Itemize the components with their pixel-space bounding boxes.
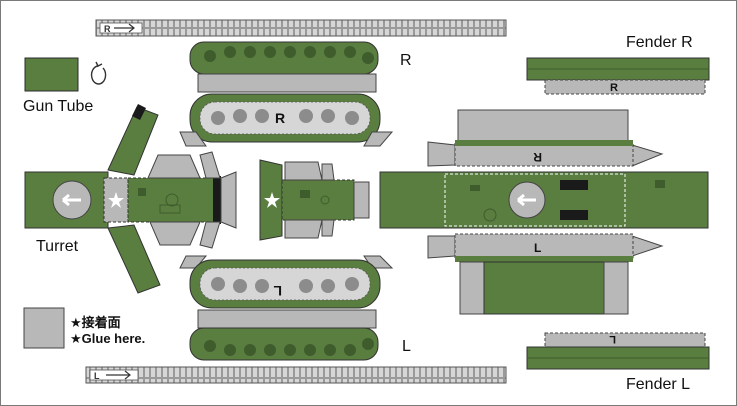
track-r-mark: R — [104, 24, 111, 34]
track-strip-bottom: L — [85, 366, 507, 384]
star-icon — [108, 192, 124, 208]
arrow-left-icon — [62, 193, 81, 207]
fender-r-mark: R — [610, 82, 618, 94]
hull-top-r-mark: R — [533, 150, 542, 164]
track-strip-top: R — [95, 19, 507, 37]
legend-glue-en: ★Glue here. — [70, 331, 146, 346]
fender-r-part: R — [526, 57, 710, 95]
fender-l-label: Fender L — [626, 376, 691, 393]
turret-label: Turret — [36, 238, 79, 255]
fender-r-label: Fender R — [626, 34, 693, 51]
arrow-left-icon — [517, 193, 536, 207]
gun-tube-part — [24, 57, 107, 92]
hull-l-mark: L — [273, 283, 282, 299]
turret-part — [24, 104, 237, 294]
track-arrow-icon — [114, 23, 135, 33]
side-panel-l: L — [179, 255, 394, 361]
gun-tube-label: Gun Tube — [23, 98, 94, 115]
star-icon — [264, 192, 280, 208]
track-l-mark: L — [94, 371, 100, 381]
hull-r-mark: R — [275, 110, 285, 126]
track-arrow-icon — [106, 370, 131, 380]
rotate-icon — [90, 65, 107, 85]
main-hull-part: R L — [379, 109, 709, 315]
fender-l-part: L — [526, 332, 710, 370]
legend-glue-jp: ★接着面 — [70, 315, 121, 330]
hull-front-part — [259, 159, 370, 241]
hull-bottom-l-mark: L — [534, 241, 541, 255]
fender-l-mark: L — [609, 333, 616, 345]
side-r-label: R — [400, 52, 412, 69]
side-panel-r: R — [179, 41, 394, 147]
glue-swatch — [23, 307, 65, 349]
side-l-label: L — [402, 338, 411, 355]
